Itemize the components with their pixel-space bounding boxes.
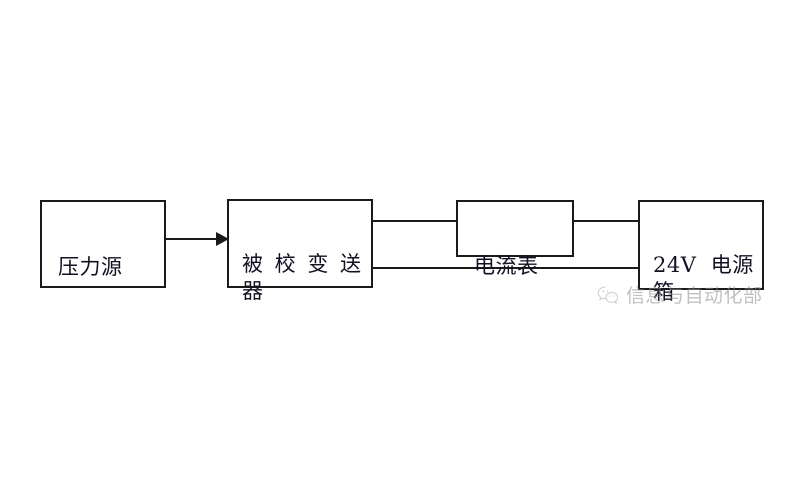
pressure-source-block: 压力源 xyxy=(40,200,166,288)
wire-ammeter-to-psu xyxy=(572,220,640,222)
ammeter-block: 电流表 xyxy=(456,200,574,278)
pressure-source-label: 压力源 xyxy=(58,254,123,279)
wire-transmitter-to-ammeter xyxy=(372,220,458,222)
wechat-logo-icon xyxy=(597,286,619,304)
transmitter-label: 被 校 变 送 器 xyxy=(242,251,373,303)
power-supply-block: 24V 电源箱 xyxy=(638,200,764,304)
arrow-source-to-transmitter-line xyxy=(166,238,218,240)
wire-transmitter-to-psu-return xyxy=(372,267,640,269)
transmitter-under-calibration-block: 被 校 变 送 器 xyxy=(227,199,373,303)
power-supply-label: 24V 电源箱 xyxy=(653,252,754,304)
ammeter-label: 电流表 xyxy=(474,253,539,278)
arrow-head-icon xyxy=(216,232,229,246)
